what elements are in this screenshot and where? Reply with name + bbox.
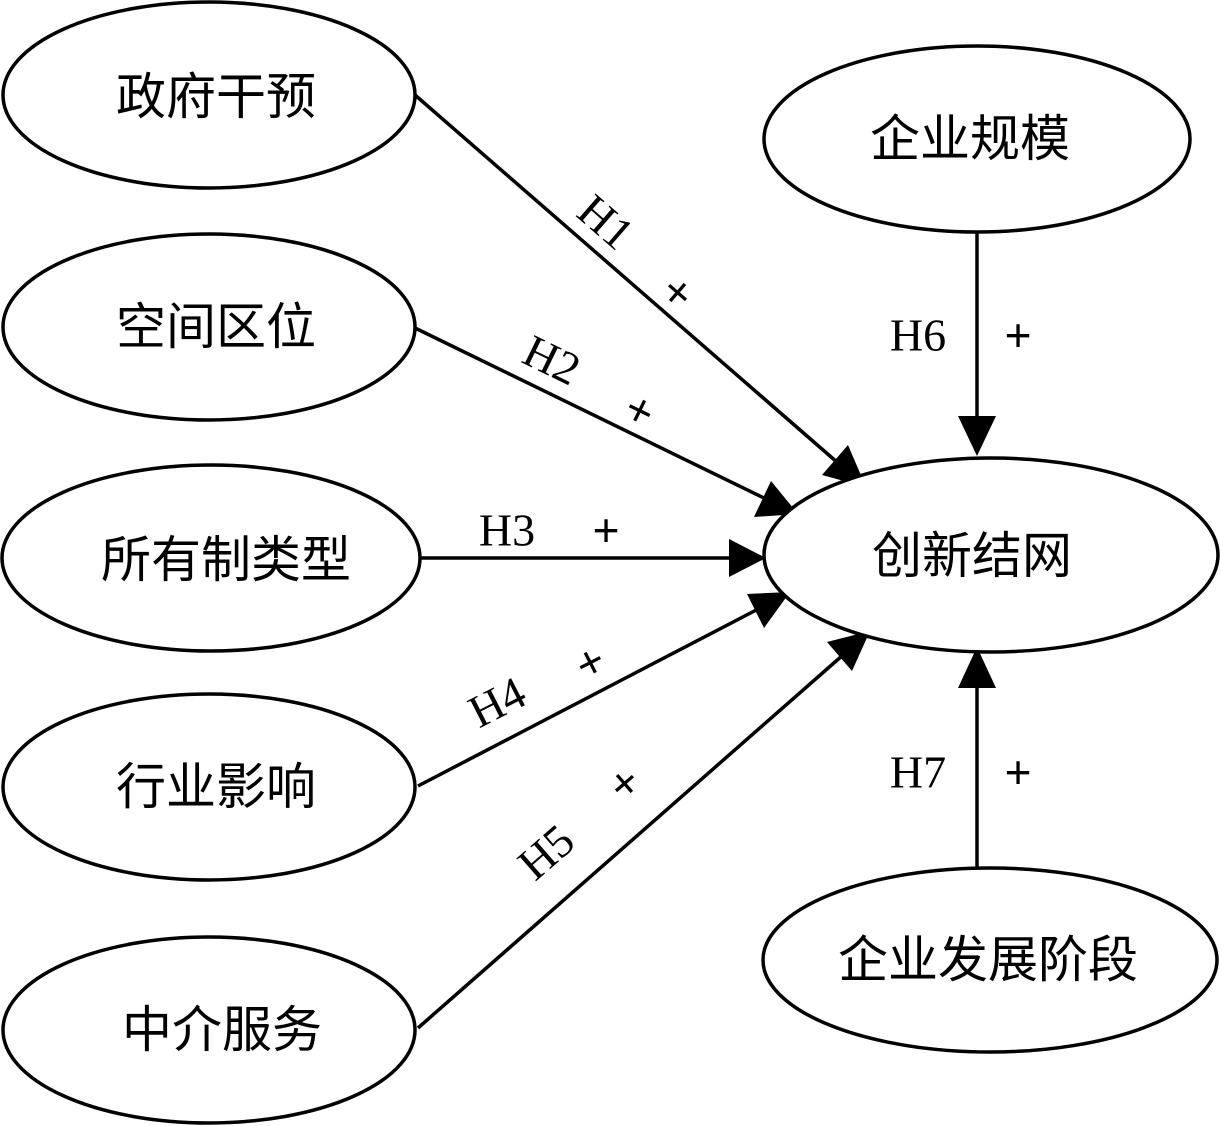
node-size-ellipse <box>762 44 1192 234</box>
edge-line-h1 <box>413 93 840 465</box>
node-gov-ellipse <box>1 0 417 190</box>
node-ownership-label: 所有制类型 <box>101 531 351 589</box>
arrow-head-h3 <box>729 539 766 577</box>
arrow-head-h5 <box>827 631 870 671</box>
node-gov-label: 政府干预 <box>116 68 316 126</box>
node-network: 创新结网 <box>762 456 1220 654</box>
node-ownership-ellipse <box>0 463 422 653</box>
edge-line-h2 <box>414 326 769 502</box>
edge-sign-h2: + <box>617 381 664 440</box>
node-industry-ellipse <box>1 692 417 882</box>
edge-lines <box>413 93 996 1030</box>
node-industry-label: 行业影响 <box>116 758 316 816</box>
node-network-ellipse <box>762 456 1220 654</box>
edge-label-h1: H1 <box>568 184 644 259</box>
edge-sign-h4: + <box>566 633 614 692</box>
node-size: 企业规模 <box>762 44 1192 234</box>
node-industry: 行业影响 <box>1 692 417 882</box>
edge-sign-h3: + <box>593 504 620 556</box>
edge-label-h7: H7 <box>890 747 946 798</box>
edge-sign-h1: + <box>651 264 705 321</box>
arrow-head-h4 <box>747 592 790 628</box>
node-stage: 企业发展阶段 <box>761 866 1219 1054</box>
edge-label-h2: H2 <box>516 325 589 395</box>
edge-sign-h6: + <box>1005 309 1032 361</box>
edge-sign-h7: + <box>1005 746 1032 798</box>
edge-label-h5: H5 <box>508 814 584 889</box>
arrow-head-h7 <box>958 647 996 688</box>
node-network-label: 创新结网 <box>872 527 1072 585</box>
node-intermediary: 中介服务 <box>1 935 417 1125</box>
arrow-head-h6 <box>958 416 996 456</box>
arrow-head-h2 <box>754 481 798 517</box>
edge-line-h5 <box>416 653 845 1030</box>
node-ownership: 所有制类型 <box>0 463 422 653</box>
edge-line-h4 <box>417 605 763 788</box>
edge-label-h3: H3 <box>479 505 535 556</box>
node-location-ellipse <box>1 232 417 422</box>
edge-label-h6: H6 <box>890 310 946 361</box>
edge-label-h4: H4 <box>460 667 533 738</box>
node-stage-ellipse <box>761 866 1219 1054</box>
node-size-label: 企业规模 <box>870 110 1070 168</box>
node-stage-label: 企业发展阶段 <box>838 931 1138 989</box>
node-location-label: 空间区位 <box>116 298 316 356</box>
node-intermediary-label: 中介服务 <box>122 1001 322 1059</box>
edge-sign-h5: + <box>597 755 651 812</box>
node-location: 空间区位 <box>1 232 417 422</box>
node-intermediary-ellipse <box>1 935 417 1125</box>
node-gov: 政府干预 <box>1 0 417 190</box>
